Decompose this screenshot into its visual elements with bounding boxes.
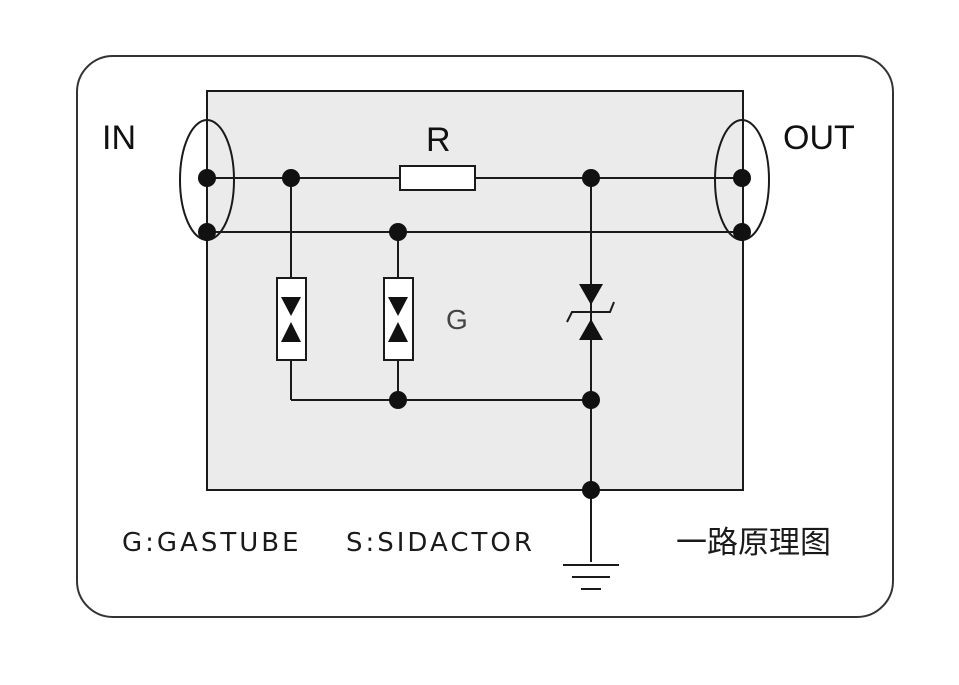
resistor-r	[399, 165, 476, 191]
junction-gastube2	[389, 223, 407, 241]
sidactor	[566, 284, 615, 340]
legend-sidactor: S:SIDACTOR	[346, 528, 535, 558]
label-gas-tube: G	[446, 304, 468, 335]
label-in: IN	[102, 119, 136, 157]
junction-ground	[582, 481, 600, 499]
legend-gas-tube: G:GASTUBE	[122, 528, 302, 558]
junction-out-top	[733, 169, 751, 187]
junction-out-bottom	[733, 223, 751, 241]
caption-single-channel-schematic: 一路原理图	[676, 525, 831, 561]
junction-gastube1	[282, 169, 300, 187]
gas-tube-1	[276, 277, 307, 361]
junction-in-top	[198, 169, 216, 187]
junction-sidactor-top	[582, 169, 600, 187]
junction-bus-right	[582, 391, 600, 409]
ground-symbol	[563, 564, 619, 590]
junction-in-bottom	[198, 223, 216, 241]
label-resistor: R	[426, 121, 451, 159]
gas-tube-2	[383, 277, 414, 361]
junction-gastube2-bottom	[389, 391, 407, 409]
label-out: OUT	[783, 119, 855, 157]
